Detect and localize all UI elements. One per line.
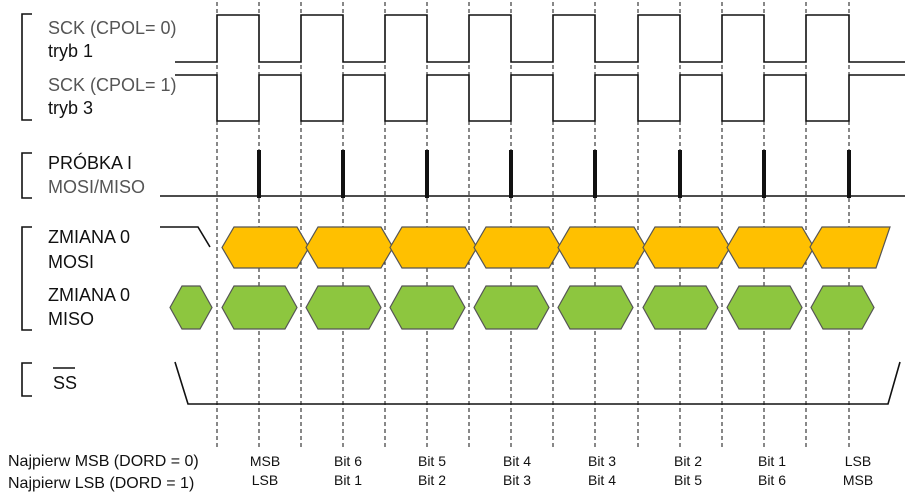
- ss-label: SS: [53, 373, 77, 393]
- sck-cpol0-mode-label: tryb 1: [48, 41, 93, 61]
- data-cells: [169, 226, 891, 330]
- mosi-cell-2: [389, 226, 478, 269]
- mosi-signal-label: MOSI: [48, 252, 94, 272]
- sck-cpol1-label: SCK (CPOL= 1): [48, 75, 177, 95]
- group-brackets: [21, 13, 32, 397]
- lsb-first-bit-0: LSB: [252, 472, 278, 488]
- sample-label: PRÓBKA I: [48, 152, 132, 173]
- miso-cell-3: [473, 285, 550, 330]
- lsb-first-bit-1: Bit 1: [334, 472, 362, 488]
- bracket-sck: [21, 13, 32, 121]
- msb-first-bit-5: Bit 2: [674, 453, 702, 469]
- msb-first-bit-4: Bit 3: [588, 453, 616, 469]
- lsb-first-label: Najpierw LSB (DORD = 1): [8, 475, 194, 492]
- mosi-cell-7: [809, 226, 891, 269]
- bit-order-labels: MSB Bit 6 Bit 5 Bit 4 Bit 3 Bit 2 Bit 1 LSB LSB B…: [250, 453, 873, 488]
- sck-cpol0-wave: [175, 14, 905, 63]
- waveforms: [160, 14, 905, 405]
- miso-cell-7: [810, 285, 875, 330]
- msb-first-bit-0: MSB: [250, 453, 280, 469]
- mosi-idle-line: [160, 226, 211, 248]
- msb-first-bit-2: Bit 5: [418, 453, 446, 469]
- msb-first-bit-7: LSB: [845, 453, 871, 469]
- lsb-first-bit-4: Bit 4: [588, 472, 616, 488]
- sck-cpol1-mode-label: tryb 3: [48, 98, 93, 118]
- lsb-first-bit-5: Bit 5: [674, 472, 702, 488]
- miso-cell-pre: [169, 285, 213, 330]
- mosi-cell-1: [305, 226, 394, 269]
- msb-first-bit-6: Bit 1: [758, 453, 786, 469]
- mosi-cell-0: [221, 226, 310, 269]
- guide-lines: [216, 2, 850, 448]
- sample-marks: [257, 150, 851, 198]
- mosi-cell-5: [642, 226, 731, 269]
- lsb-first-bit-2: Bit 2: [418, 472, 446, 488]
- lsb-first-bit-7: MSB: [843, 472, 873, 488]
- lsb-first-bit-6: Bit 6: [758, 472, 786, 488]
- bracket-ss: [21, 362, 32, 397]
- bracket-sample: [21, 152, 32, 199]
- miso-cell-5: [642, 285, 719, 330]
- mosi-change-label: ZMIANA 0: [48, 227, 130, 247]
- sck-cpol0-label: SCK (CPOL= 0): [48, 18, 177, 38]
- lsb-first-bit-3: Bit 3: [503, 472, 531, 488]
- miso-cell-0: [221, 285, 298, 330]
- mosi-cell-3: [473, 226, 562, 269]
- msb-first-bit-3: Bit 4: [503, 453, 531, 469]
- miso-cell-4: [557, 285, 634, 330]
- sample-signal-label: MOSI/MISO: [48, 177, 145, 197]
- miso-cell-6: [726, 285, 803, 330]
- miso-change-label: ZMIANA 0: [48, 285, 130, 305]
- miso-cell-2: [389, 285, 466, 330]
- bracket-change: [21, 226, 32, 331]
- mosi-cell-4: [557, 226, 647, 269]
- msb-first-bit-1: Bit 6: [334, 453, 362, 469]
- ss-wave: [174, 361, 901, 405]
- sck-cpol1-wave: [175, 74, 905, 122]
- mosi-cell-6: [726, 226, 815, 269]
- miso-cell-1: [305, 285, 382, 330]
- miso-signal-label: MISO: [48, 309, 94, 329]
- msb-first-label: Najpierw MSB (DORD = 0): [8, 453, 199, 470]
